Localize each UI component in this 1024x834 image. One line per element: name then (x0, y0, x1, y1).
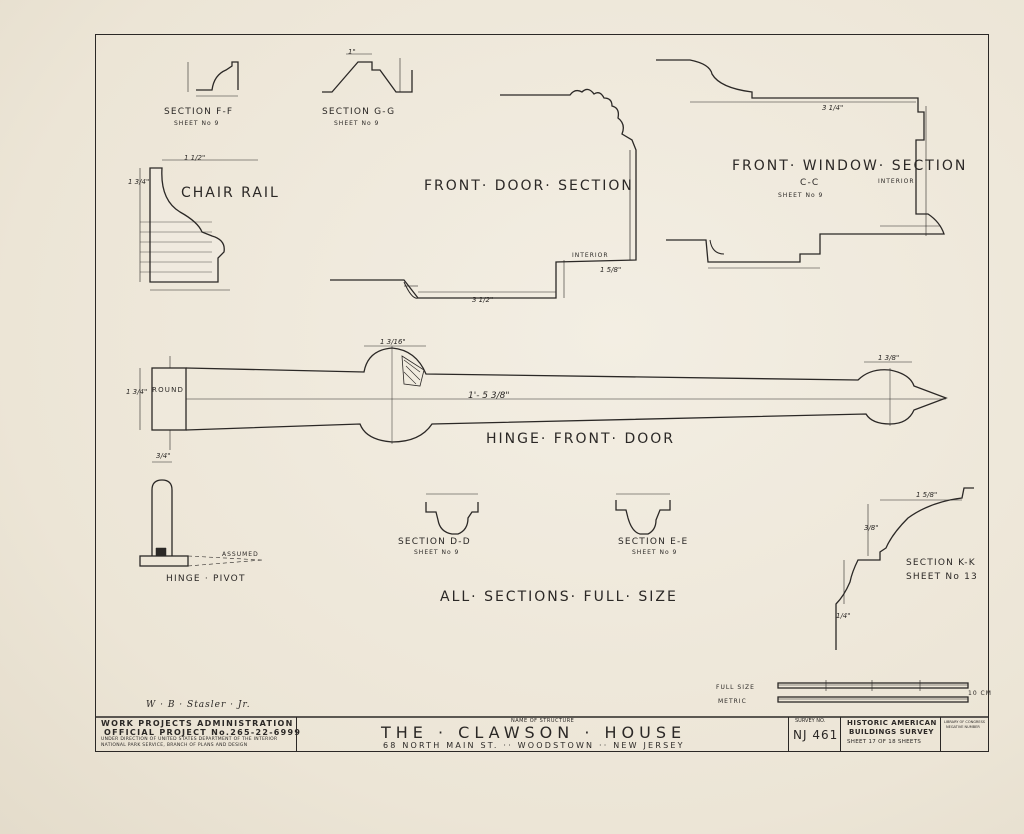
dim-hinge-knuckle: 1 3/16" (380, 338, 406, 346)
habs-sheet: SHEET 17 OF 18 SHEETS (847, 739, 922, 745)
structure-title: THE · CLAWSON · HOUSE (381, 723, 687, 742)
hinge-front-door (139, 345, 948, 450)
section-ff-label: SECTION F-F (164, 107, 234, 117)
wpa-line4: NATIONAL PARK SERVICE, BRANCH OF PLANS A… (101, 743, 248, 748)
dim-door-bottom: 3 1/2" (472, 296, 494, 304)
cm-label: 10 CM (968, 690, 992, 697)
name-of-structure-caption: NAME OF STRUCTURE (511, 718, 575, 724)
section-gg-profile (322, 53, 413, 93)
assumed-label: ASSUMED (222, 551, 259, 558)
front-door-section-profile (330, 88, 637, 299)
scale-bars (777, 680, 969, 703)
dim-gg-width: 1" (348, 48, 356, 56)
dim-chair-rail-height: 1 3/4" (128, 178, 150, 186)
front-window-section-label: FRONT· WINDOW· SECTION (732, 158, 968, 174)
chair-rail-label: CHAIR RAIL (181, 185, 280, 201)
title-block-name: NAME OF STRUCTURE THE · CLAWSON · HOUSE … (296, 717, 788, 752)
metric-label: METRIC (718, 698, 747, 705)
survey-caption: SURVEY NO. (795, 718, 826, 724)
section-cc-label: C-C (800, 178, 820, 188)
section-gg-sheet: SHEET No 9 (334, 120, 380, 127)
front-window-section-profile (656, 59, 945, 269)
library-line2: NEGATIVE NUMBER (946, 725, 980, 729)
section-dd-sheet: SHEET No 9 (414, 549, 460, 556)
section-ff-profile (187, 61, 239, 97)
dim-pivot-width: 3/4" (156, 452, 171, 460)
all-sections-label: ALL· SECTIONS· FULL· SIZE (440, 589, 678, 605)
dim-chair-rail-width: 1 1/2" (184, 154, 206, 162)
section-gg-label: SECTION G-G (322, 107, 396, 117)
section-cc-sheet: SHEET No 9 (778, 192, 824, 199)
title-block-habs: HISTORIC AMERICAN BUILDINGS SURVEY SHEET… (840, 717, 940, 752)
section-ee-profile (615, 493, 671, 535)
dim-hinge-end: 1 3/8" (878, 354, 900, 362)
full-size-label: FULL SIZE (716, 684, 755, 691)
wpa-line3: UNDER DIRECTION OF UNITED STATES DEPARTM… (101, 737, 278, 742)
interior-label-window: INTERIOR (878, 178, 915, 185)
round-label: ROUND (152, 386, 185, 394)
title-block-library: LIBRARY OF CONGRESS NEGATIVE NUMBER (940, 717, 989, 752)
wpa-line2: OFFICIAL PROJECT No.265-22-6999 (104, 728, 302, 737)
structure-address: 68 NORTH MAIN ST. ·· WOODSTOWN ·· NEW JE… (383, 741, 685, 750)
section-ff-sheet: SHEET No 9 (174, 120, 220, 127)
hinge-front-door-label: HINGE· FRONT· DOOR (486, 431, 675, 447)
section-dd-profile (425, 493, 479, 535)
section-ee-label: SECTION E-E (618, 537, 689, 547)
hinge-pivot-label: HINGE · PIVOT (166, 574, 246, 584)
sheet-border (95, 34, 989, 752)
dim-kk-width: 1 5/8" (916, 491, 938, 499)
interior-label-door: INTERIOR (572, 252, 609, 259)
section-ee-sheet: SHEET No 9 (632, 549, 678, 556)
dim-hinge-height: 1 3/4" (126, 388, 148, 396)
dim-door-interior: 1 5/8" (600, 266, 622, 274)
front-door-section-label: FRONT· DOOR· SECTION (424, 178, 634, 194)
hinge-pivot (139, 461, 263, 567)
section-kk-profile (835, 487, 974, 650)
survey-number: NJ 461 (793, 728, 839, 742)
habs-line1: HISTORIC AMERICAN (847, 719, 937, 727)
habs-line2: BUILDINGS SURVEY (849, 728, 934, 736)
drafter-signature: W · B · Stasler · Jr. (146, 700, 251, 710)
chair-rail-profile (139, 159, 258, 291)
section-kk-label: SECTION K-K (906, 558, 976, 568)
hinge-length-dimension: 1'- 5 3/8" (468, 391, 510, 401)
section-dd-label: SECTION D-D (398, 537, 471, 547)
dim-kk-bottom: 1/4" (836, 612, 851, 620)
section-kk-sheet: SHEET No 13 (906, 572, 978, 582)
library-line1: LIBRARY OF CONGRESS (944, 720, 986, 724)
dim-window-top: 3 1/4" (822, 104, 844, 112)
dim-kk-height: 3/8" (864, 524, 879, 532)
wpa-line1: WORK PROJECTS ADMINISTRATION (101, 719, 294, 728)
title-block-survey: SURVEY NO. NJ 461 (788, 717, 840, 752)
